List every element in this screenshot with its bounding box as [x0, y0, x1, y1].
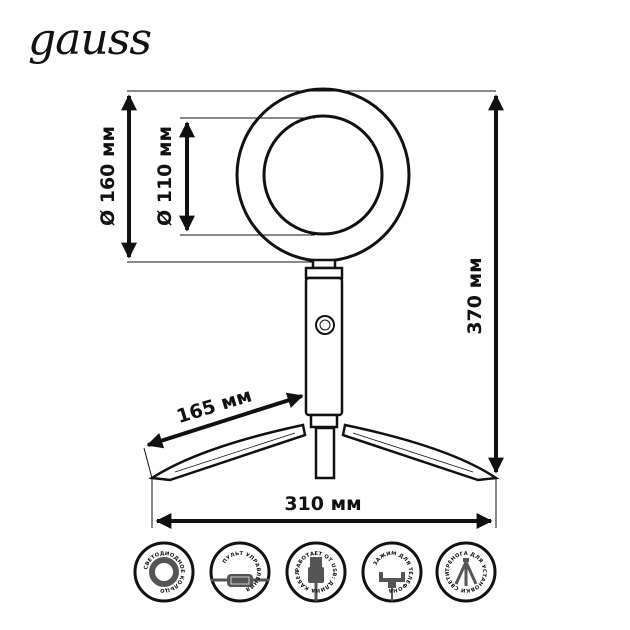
leg-length-arrow	[146, 392, 304, 449]
feature-usb: РАБОТАЕТ ОТ USB: ДЛИНА КАБЕЛЯ 2 МЕТРА	[285, 541, 347, 603]
tripod-base	[148, 423, 500, 482]
leg-length-label: 165 мм	[174, 384, 254, 428]
height-label: 370 мм	[464, 257, 486, 334]
brand-logo: gauss	[28, 14, 152, 65]
stand	[304, 258, 344, 429]
phone-clamp-icon	[379, 572, 405, 601]
feature-led-ring: СВЕТОДИОДНОЕ КОЛЬЦО	[133, 541, 195, 603]
led-ring-icon	[149, 557, 179, 587]
feature-phone-clamp: ЗАЖИМ ДЛЯ ТЕЛЕФОНА	[361, 541, 423, 603]
feature-remote: ПУЛЬТ УПРАВЛЕНИЯ	[209, 541, 271, 603]
dimension-arrows	[121, 94, 504, 529]
ring-outer-label: Ø 160 мм	[97, 126, 119, 226]
remote-control-icon	[211, 574, 269, 587]
base-width-label: 310 мм	[284, 493, 361, 515]
feature-tripod: ТРЕНОГА ДЛЯ УСТАНОВКИ СВЕТИЛЬНИКА	[435, 541, 497, 603]
ring-inner-label: Ø 110 мм	[154, 126, 176, 226]
ring-light	[235, 87, 411, 263]
tripod-icon	[454, 558, 478, 586]
usb-cable-icon	[308, 557, 324, 601]
